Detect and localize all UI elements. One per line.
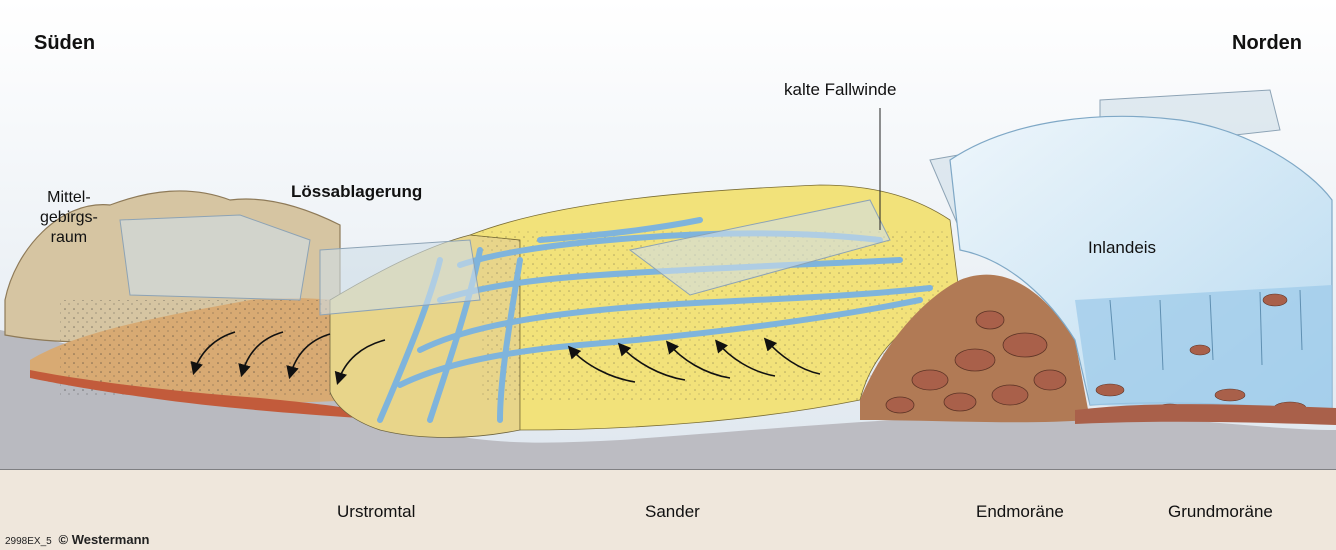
- zone-urstromtal: Urstromtal: [337, 502, 415, 522]
- mittelgebirgsraum-line-1: Mittel-: [40, 188, 98, 208]
- label-south: Süden: [34, 32, 95, 55]
- label-loess: Lössablagerung: [291, 182, 422, 202]
- label-winds: kalte Fallwinde: [784, 80, 896, 100]
- label-north: Norden: [1232, 32, 1302, 55]
- ground-moraine: [1075, 404, 1336, 425]
- mittelgebirgsraum-line-3: raum: [40, 228, 98, 248]
- zone-grundmoraene: Grundmoräne: [1168, 502, 1273, 522]
- credit-copyright: © Westermann: [59, 532, 150, 547]
- label-inland-ice: Inlandeis: [1088, 238, 1156, 258]
- zone-sander: Sander: [645, 502, 700, 522]
- landscape-illustration: [0, 0, 1336, 470]
- mittelgebirgsraum-line-2: gebirgs-: [40, 208, 98, 228]
- credit-code: 2998EX_5: [5, 536, 52, 547]
- zone-endmoraene: Endmoräne: [976, 502, 1064, 522]
- label-mittelgebirgsraum: Mittel- gebirgs- raum: [40, 188, 98, 248]
- image-credit: 2998EX_5 © Westermann: [5, 532, 149, 547]
